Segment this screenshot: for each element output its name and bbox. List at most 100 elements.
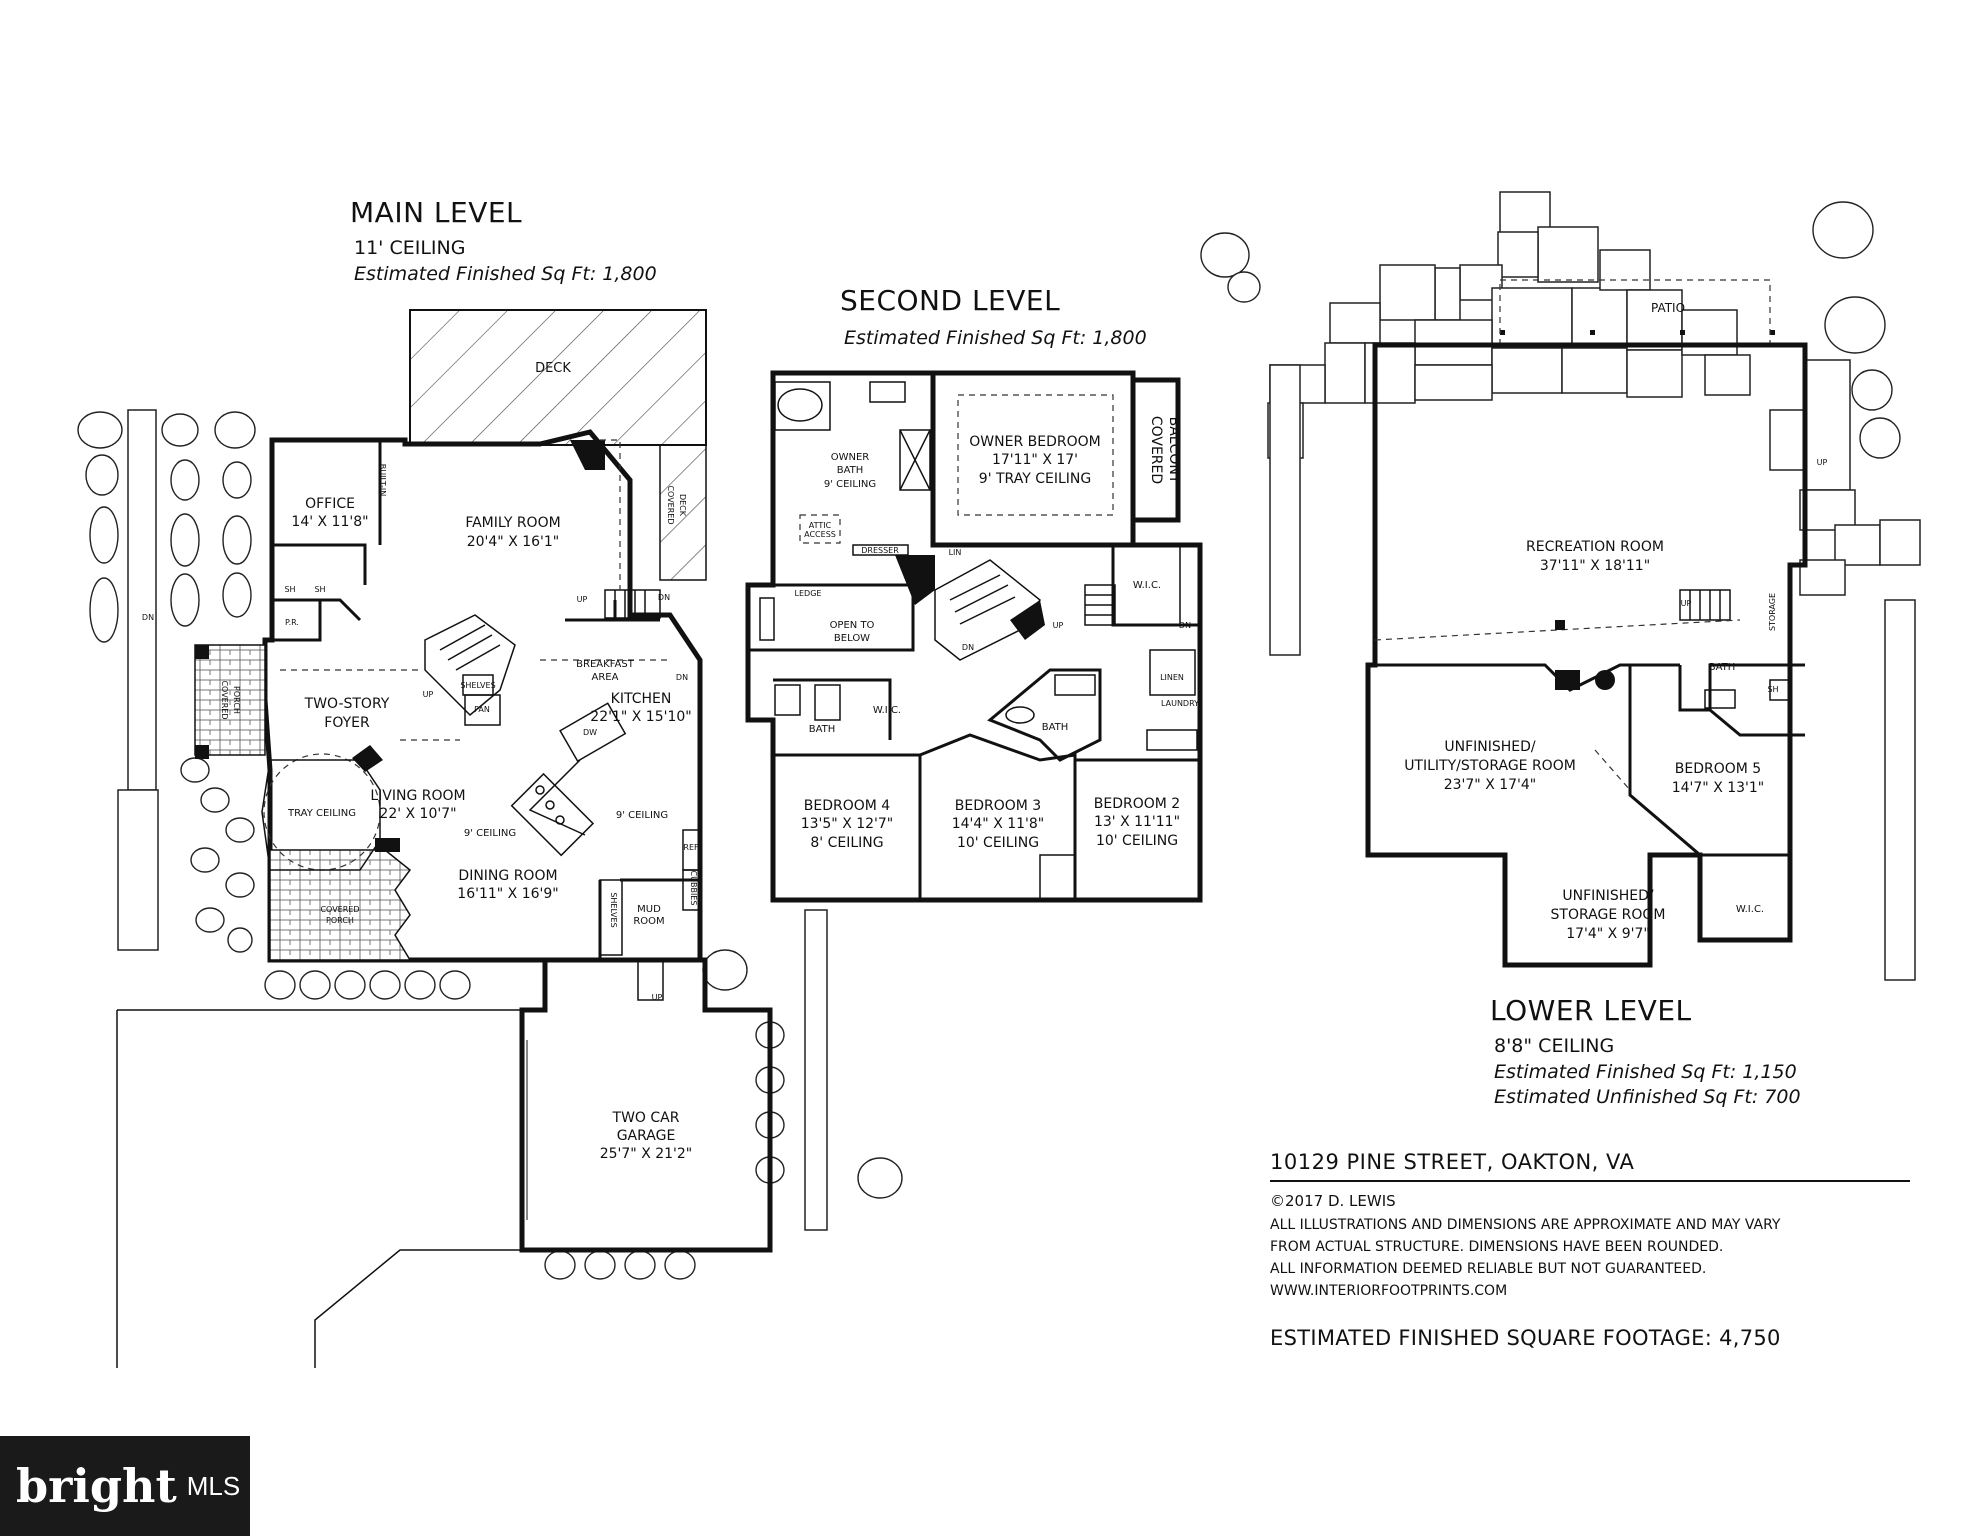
covered-porch-left-label-1: COVERED — [220, 680, 229, 719]
util-dim: 23'7" X 17'4" — [1444, 777, 1537, 793]
owner-bath-label-1: OWNER — [831, 452, 870, 463]
lower-level: PATIO RECREATION ROOM 37'11" X 18'11" UP… — [1267, 191, 1921, 1108]
pr-label: P.R. — [285, 618, 299, 627]
dn-second-label-2: DN — [1179, 621, 1191, 630]
foyer-label-1: TWO-STORY — [304, 696, 390, 712]
owner-bath-label-3: 9' CEILING — [824, 479, 876, 490]
dining-dim: 16'11" X 16'9" — [457, 886, 558, 902]
office-dim: 14' X 11'8" — [291, 514, 368, 530]
tray-ceiling-owner — [957, 394, 1114, 516]
bath-lower-label: BATH — [1709, 662, 1736, 673]
wic-mid-label: W.I.C. — [873, 705, 901, 716]
covered-deck-label-1: COVERED — [666, 485, 675, 524]
covered-porch-front-label-1: COVERED — [320, 905, 359, 914]
living-name: LIVING ROOM — [370, 788, 465, 804]
fireplace-living — [352, 745, 383, 772]
util-label-1: UNFINISHED/ — [1444, 739, 1536, 755]
logo-suffix: MLS — [186, 1470, 241, 1501]
mud-label-1: MUD — [637, 904, 661, 915]
storage-side-label: STORAGE — [1768, 593, 1777, 631]
up-stair-label: UP — [1681, 599, 1692, 608]
dining-name: DINING ROOM — [458, 868, 557, 884]
bed4-ceiling: 8' CEILING — [810, 835, 883, 851]
family-name: FAMILY ROOM — [465, 515, 560, 531]
stor-label-2: STORAGE ROOM — [1551, 907, 1666, 923]
foyer-label-2: FOYER — [324, 715, 370, 731]
up-patio-label: UP — [1817, 458, 1828, 467]
pan-label: PAN — [474, 705, 490, 714]
bed5-name: BEDROOM 5 — [1675, 761, 1761, 777]
dresser-label: DRESSER — [861, 546, 899, 555]
fireplace-dining — [375, 838, 400, 852]
logo-brand: bright — [16, 1459, 177, 1513]
cubbies-label: CUBBIES — [689, 871, 698, 906]
bed4-name: BEDROOM 4 — [804, 798, 891, 814]
garage-dim: 25'7" X 21'2" — [600, 1146, 693, 1162]
covered-balcony-walls — [1130, 377, 1181, 523]
patio-label: PATIO — [1651, 301, 1685, 315]
laundry-label: LAUNDRY — [1161, 699, 1199, 708]
covered-deck-label-2: DECK — [678, 494, 687, 517]
second-level-sqft: Estimated Finished Sq Ft: 1,800 — [844, 327, 1147, 349]
attic-label-1: ATTIC — [809, 521, 832, 530]
kitchen-counter — [510, 772, 595, 857]
open-to-below — [746, 583, 915, 652]
bed3-ceiling: 10' CEILING — [957, 835, 1039, 851]
balcony-label-1: COVERED — [1148, 416, 1164, 484]
deck-label: DECK — [535, 361, 571, 376]
property-address: 10129 PINE STREET, OAKTON, VA — [1270, 1150, 1910, 1182]
breakfast-label-1: BREAKFAST — [576, 659, 635, 670]
disclaimer-line-3: ALL INFORMATION DEEMED RELIABLE BUT NOT … — [1270, 1261, 1707, 1277]
deck — [409, 309, 707, 446]
plan-notes: 10129 PINE STREET, OAKTON, VA ©2017 D. L… — [1270, 1150, 1920, 1350]
covered-porch-front — [269, 849, 412, 961]
covered-porch-left-label-2: PORCH — [232, 686, 241, 714]
owner-tub — [777, 388, 823, 422]
util-label-2: UTILITY/STORAGE ROOM — [1404, 758, 1576, 774]
bed2-ceiling: 10' CEILING — [1096, 833, 1178, 849]
lin-label: LIN — [949, 548, 962, 557]
family-dim: 20'4" X 16'1" — [467, 534, 560, 550]
garage-label-1: TWO CAR — [612, 1110, 680, 1126]
stor-dim: 17'4" X 9'7" — [1566, 926, 1650, 942]
main-stair — [424, 614, 516, 717]
owner-bed-name: OWNER BEDROOM — [969, 434, 1100, 450]
dw-label: DW — [583, 728, 597, 737]
stor-label-1: UNFINISHED/ — [1562, 888, 1654, 904]
linen-label: LINEN — [1160, 673, 1184, 682]
main-level-outline — [262, 429, 773, 1253]
bed2-name: BEDROOM 2 — [1094, 796, 1180, 812]
disclaimer: ALL ILLUSTRATIONS AND DIMENSIONS ARE APP… — [1270, 1214, 1920, 1302]
rec-dim: 37'11" X 18'11" — [1540, 558, 1650, 574]
garage-stair — [637, 959, 664, 1001]
rec-name: RECREATION ROOM — [1526, 539, 1664, 555]
ref-label: REF — [683, 843, 699, 852]
owner-bed-dim: 17'11" X 17' — [992, 452, 1078, 468]
dn-label-3: DN — [658, 593, 670, 602]
attic-label-2: ACCESS — [804, 530, 836, 539]
second-level: SECOND LEVEL Estimated Finished Sq Ft: 1… — [745, 232, 1261, 903]
lower-stair — [1679, 589, 1731, 621]
kitchen-name: KITCHEN — [611, 691, 672, 707]
bath-mid-label: BATH — [1042, 722, 1069, 733]
office-name: OFFICE — [305, 496, 355, 512]
mud-label-2: ROOM — [633, 916, 664, 927]
up-label-3: UP — [652, 993, 663, 1002]
lower-level-sqft-finished: Estimated Finished Sq Ft: 1,150 — [1494, 1061, 1797, 1083]
bed3-name: BEDROOM 3 — [955, 798, 1041, 814]
breakfast-label-2: AREA — [592, 672, 619, 683]
owner-bath-label-2: BATH — [837, 465, 864, 476]
covered-deck — [659, 444, 707, 581]
disclaimer-line-1: ALL ILLUSTRATIONS AND DIMENSIONS ARE APP… — [1270, 1217, 1781, 1233]
kitchen-island — [559, 702, 627, 763]
bright-mls-logo: bright MLS — [0, 1436, 250, 1536]
dn-label-2: DN — [676, 673, 688, 682]
covered-porch-front-label-2: PORCH — [326, 916, 354, 925]
wic-owner-label: W.I.C. — [1133, 580, 1161, 591]
rear-stair — [604, 589, 661, 619]
up-second-label: UP — [1053, 621, 1064, 630]
sh-1-label: SH — [284, 585, 295, 594]
landscaping-left — [77, 409, 903, 1280]
attic-access — [799, 514, 841, 544]
